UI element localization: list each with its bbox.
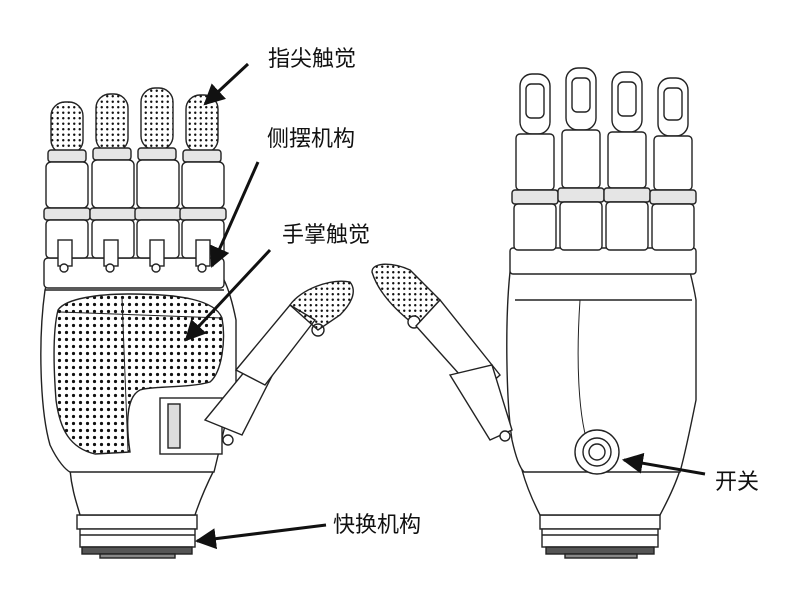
callout-arrows [184, 62, 706, 550]
left-thumb [159, 280, 354, 455]
label-side-swing: 侧摆机构 [267, 127, 355, 152]
right-finger-4 [649, 77, 697, 251]
arrow-quick-change [194, 523, 327, 550]
label-switch: 开关 [715, 470, 759, 495]
left-finger-3 [134, 87, 182, 273]
power-switch [574, 429, 620, 475]
left-quick-change-base [76, 514, 198, 559]
arrow-side-swing [210, 161, 260, 268]
right-quick-change-base [539, 514, 661, 559]
arrow-palm [184, 248, 272, 342]
arrow-fingertip [203, 62, 250, 106]
label-fingertip-tactile: 指尖触觉 [268, 47, 356, 72]
left-finger-4 [179, 94, 227, 273]
arrow-switch [621, 452, 706, 476]
left-finger-1 [43, 101, 91, 273]
left-hand-palm-view [40, 87, 354, 559]
label-quick-change: 快换机构 [333, 513, 421, 538]
right-back-body [506, 271, 697, 473]
right-finger-3 [603, 71, 651, 251]
right-knuckle-row [509, 247, 697, 275]
right-finger-2 [557, 67, 605, 251]
label-palm-tactile: 手掌触觉 [282, 223, 370, 248]
right-wrist [521, 469, 681, 516]
left-wrist [69, 469, 216, 516]
left-finger-2 [89, 93, 137, 273]
right-thumb [371, 263, 513, 442]
left-palm-tactile-pad [53, 293, 225, 455]
right-finger-1 [511, 73, 559, 251]
right-hand-back-view [371, 67, 697, 559]
left-knuckle-row [43, 257, 225, 289]
